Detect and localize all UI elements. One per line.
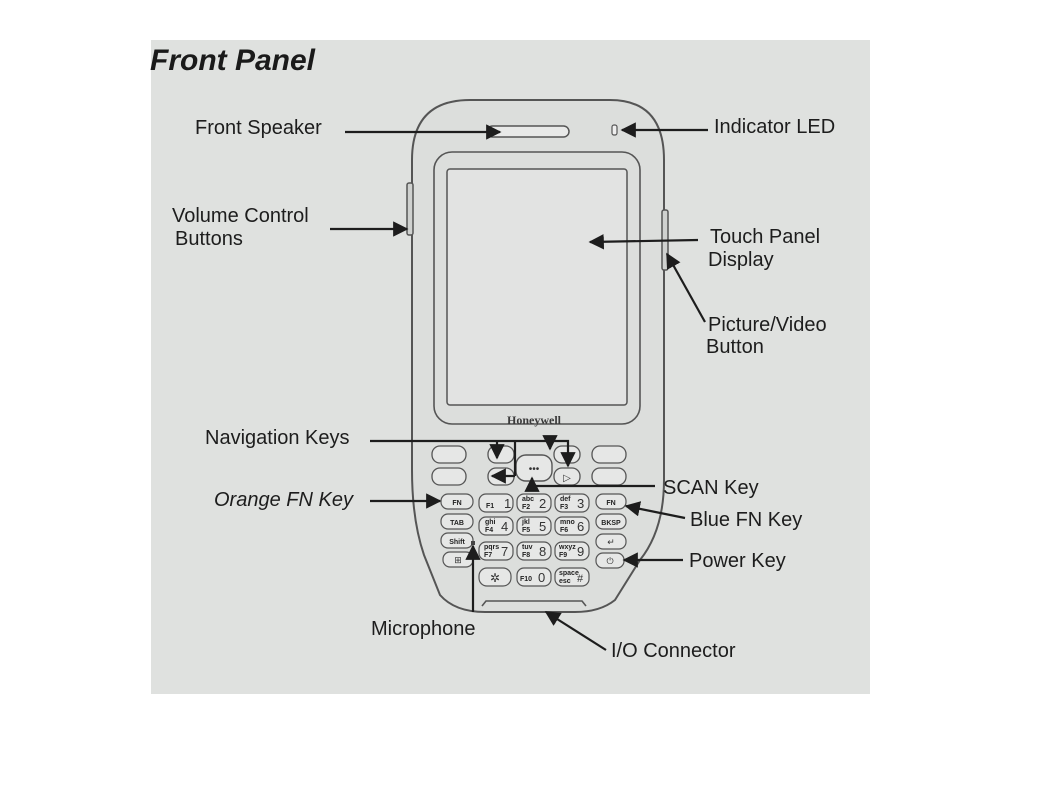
key-3-fn-label: F3 [560, 504, 568, 511]
keypad: FN F1 1 abc F2 2 def F3 3 FN TAB ghi F4 … [440, 493, 627, 587]
key-7-fn-label: F7 [484, 552, 492, 559]
pound-key[interactable] [554, 567, 590, 587]
key-6-label: 6 [577, 519, 584, 534]
diagram-title: Front Panel [150, 44, 316, 77]
key-8-letters: tuv [522, 544, 533, 551]
label-blue-fn-key: Blue FN Key [690, 509, 802, 531]
label-picture-line1: Picture/Video [708, 314, 827, 336]
right-softkey[interactable] [591, 445, 627, 464]
enter-icon: ↵ [607, 537, 615, 547]
windows-icon: ⊞ [454, 555, 462, 565]
label-volume-line2: Buttons [175, 228, 243, 250]
key-9[interactable] [554, 541, 590, 561]
end-key[interactable] [591, 467, 627, 486]
left-softkey[interactable] [431, 445, 467, 464]
label-touch-line2: Display [708, 249, 774, 271]
label-volume-line1: Volume Control [172, 205, 309, 227]
label-front-speaker: Front Speaker [195, 117, 322, 139]
microphone-hole [471, 541, 475, 545]
callout-labels: Front Speaker Indicator LED Volume Contr… [172, 116, 835, 662]
scan-key-icon: ••• [529, 464, 540, 475]
key-8[interactable] [516, 541, 552, 561]
label-touch-line1: Touch Panel [710, 226, 820, 248]
volume-buttons [406, 182, 414, 236]
brand-logo: Honeywell [507, 413, 562, 427]
pound-icon: # [577, 573, 584, 585]
arrow-touch-panel [588, 234, 699, 250]
key-7-label: 7 [501, 544, 508, 559]
key-8-label: 8 [539, 544, 546, 559]
label-navigation-keys: Navigation Keys [205, 427, 350, 449]
key-7-letters: pqrs [484, 544, 499, 551]
key-1[interactable] [478, 493, 514, 513]
blue-fn-key-label: FN [606, 500, 615, 507]
key-4[interactable] [478, 516, 514, 536]
key-5[interactable] [516, 516, 552, 536]
key-5-letters: jkl [521, 519, 530, 526]
orange-fn-key-label: FN [452, 500, 461, 507]
label-picture-line2: Button [706, 336, 764, 358]
arrow-blue-fn [624, 501, 686, 520]
star-icon: ✲ [490, 571, 500, 585]
pound-key-space-label: space [559, 570, 579, 577]
backspace-key-label: BKSP [601, 520, 621, 527]
label-power-key: Power Key [689, 550, 786, 572]
star-key[interactable] [478, 567, 512, 587]
nav-right-icon: ▷ [563, 473, 571, 484]
backspace-key[interactable] [595, 513, 627, 530]
label-io-connector: I/O Connector [611, 640, 736, 662]
key-3[interactable] [554, 493, 590, 513]
key-9-letters: wxyz [558, 544, 576, 551]
pound-key-esc-label: esc [559, 578, 571, 585]
device: Honeywell ◁ ••• ▷ FN F1 1 abc F2 [406, 99, 669, 613]
key-0-label: 0 [538, 570, 545, 585]
key-0-fn-label: F10 [520, 576, 532, 583]
key-2-fn-label: F2 [522, 504, 530, 511]
key-1-fn-label: F1 [486, 503, 494, 510]
key-2-label: 2 [539, 496, 546, 511]
arrow-picture-video [666, 252, 706, 323]
arrow-scan-key [524, 476, 655, 492]
shift-key-label: Shift [449, 539, 465, 546]
key-2[interactable] [516, 493, 552, 513]
key-8-fn-label: F8 [522, 552, 530, 559]
key-1-label: 1 [504, 496, 511, 511]
key-4-label: 4 [501, 519, 508, 534]
key-6-fn-label: F6 [560, 527, 568, 534]
key-4-fn-label: F4 [485, 527, 493, 534]
callout-arrows [330, 122, 708, 651]
key-9-label: 9 [577, 544, 584, 559]
io-connector [481, 600, 587, 607]
key-5-label: 5 [539, 519, 546, 534]
tab-key-label: TAB [450, 520, 464, 527]
key-4-letters: ghi [485, 519, 496, 526]
send-key[interactable] [431, 467, 467, 486]
key-3-letters: def [560, 496, 571, 503]
key-6-letters: mno [560, 519, 575, 526]
label-scan-key: SCAN Key [663, 477, 759, 499]
tab-key[interactable] [440, 513, 474, 530]
key-2-letters: abc [522, 496, 534, 503]
nav-up-key[interactable] [487, 445, 515, 464]
key-9-fn-label: F9 [559, 552, 567, 559]
label-indicator-led: Indicator LED [714, 116, 835, 138]
shift-key[interactable] [440, 532, 474, 549]
arrow-io-connector [544, 611, 607, 651]
power-icon: ⏻ [606, 556, 613, 566]
touch-panel-display [446, 168, 628, 406]
indicator-led [611, 124, 618, 136]
key-0[interactable] [516, 567, 552, 587]
enter-key[interactable] [595, 533, 627, 550]
label-microphone: Microphone [371, 618, 476, 640]
key-6[interactable] [554, 516, 590, 536]
key-5-fn-label: F5 [522, 527, 530, 534]
nav-left-icon: ◁ [496, 473, 504, 484]
arrow-nav-right [370, 439, 576, 468]
key-3-label: 3 [577, 496, 584, 511]
label-orange-fn-key: Orange FN Key [214, 489, 354, 511]
